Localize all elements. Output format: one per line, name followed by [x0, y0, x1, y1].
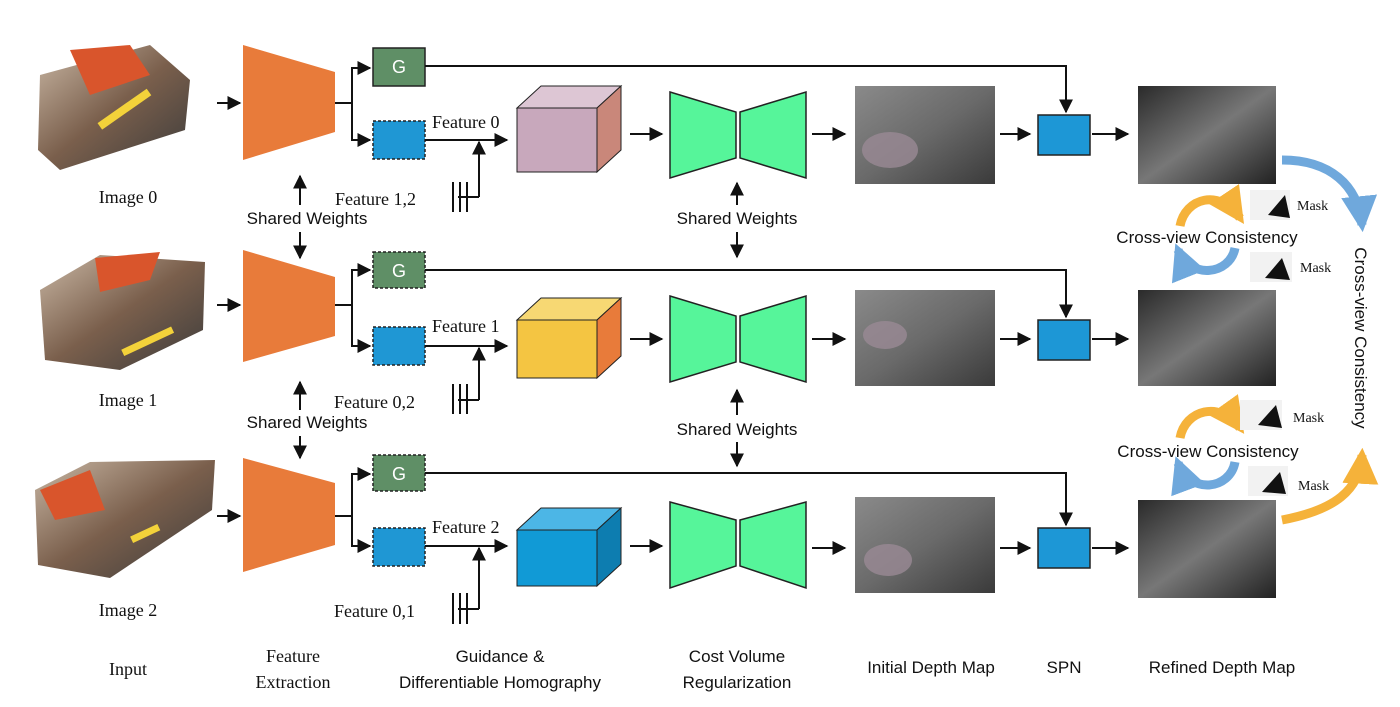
mask-label-0: Mask — [1297, 199, 1328, 214]
stage-spn: SPN — [1047, 658, 1082, 677]
regularizer-0 — [669, 90, 737, 180]
initial-depth-map-2 — [855, 497, 995, 593]
feature-extractor-0 — [243, 45, 335, 160]
feature-stack-1 — [452, 384, 468, 414]
regularizer-0-decoder — [739, 90, 807, 180]
mask-label-2: Mask — [1293, 411, 1324, 426]
shared-weights-extractor-top: Shared Weights — [247, 209, 368, 228]
guidance-box-2 — [372, 454, 426, 492]
mask-label-3: Mask — [1298, 479, 1329, 494]
feature-extractor-1 — [243, 250, 335, 362]
cost-volume-cube-2 — [515, 506, 623, 588]
row-0: Image 0 G Feature 0 Feature 1,2 — [38, 45, 1276, 212]
shared-weights-regularizer-bottom: Shared Weights — [677, 420, 798, 439]
mask-label-1: Mask — [1300, 261, 1331, 276]
feature-stack-2 — [452, 593, 468, 624]
blue-arc-top — [1172, 243, 1240, 284]
regularizer-1-decoder — [739, 294, 807, 384]
stage-initial-depth: Initial Depth Map — [867, 658, 995, 677]
spn-box-2 — [1037, 527, 1091, 569]
feature-stack-0 — [452, 182, 468, 212]
guidance-label-0: G — [392, 57, 406, 77]
other-features-label-0: Feature 1,2 — [335, 189, 416, 209]
feature-box-2 — [372, 527, 426, 567]
other-features-label-2: Feature 0,1 — [334, 601, 415, 621]
stage-guidance-line1: Guidance & — [456, 647, 545, 666]
orange-arc-bottom — [1175, 394, 1245, 440]
feature-extractor-2 — [243, 458, 335, 572]
stage-input: Input — [109, 659, 147, 679]
stage-feature-extraction-line2: Extraction — [256, 672, 331, 692]
stage-cost-volume-line2: Regularization — [683, 673, 792, 692]
stage-feature-extraction-line1: Feature — [266, 646, 320, 666]
feature-box-0 — [372, 120, 426, 160]
regularizer-2 — [669, 501, 737, 590]
blue-arc-vertical — [1281, 155, 1378, 233]
feature-label-0: Feature 0 — [432, 112, 499, 132]
shared-weights-extractor-bottom: Shared Weights — [247, 413, 368, 432]
guidance-box-0 — [372, 47, 426, 87]
image-label-0: Image 0 — [99, 187, 157, 207]
orange-arc-vertical — [1281, 447, 1379, 525]
row-2: Image 2 G Feature 2 Feature 0,1 — [35, 454, 1276, 624]
refined-depth-map-0 — [1138, 86, 1276, 184]
refined-depth-map-1 — [1138, 290, 1276, 386]
stage-labels: Input Feature Extraction Guidance & Diff… — [109, 646, 1295, 692]
orange-arc-top — [1175, 184, 1244, 228]
shared-weights-regularizer-top: Shared Weights — [677, 209, 798, 228]
spn-box-1 — [1037, 319, 1091, 361]
cross-view-consistency-vertical: Cross-view Consistency — [1351, 247, 1370, 429]
regularizer-2-decoder — [739, 501, 807, 590]
consistency-bottom: Cross-view Consistency Mask Mask — [1117, 394, 1329, 497]
cross-view-consistency-top: Cross-view Consistency — [1116, 228, 1298, 247]
spn-box-0 — [1037, 114, 1091, 156]
refined-depth-map-2 — [1138, 500, 1276, 598]
input-image-2 — [35, 460, 215, 578]
input-image-0 — [38, 45, 190, 170]
feature-label-2: Feature 2 — [432, 517, 499, 537]
image-label-2: Image 2 — [99, 600, 157, 620]
feature-box-1 — [372, 326, 426, 366]
cross-view-consistency-bottom: Cross-view Consistency — [1117, 442, 1299, 461]
feature-label-1: Feature 1 — [432, 316, 499, 336]
cost-volume-cube-1 — [515, 296, 623, 380]
consistency-vertical: Cross-view Consistency — [1281, 155, 1379, 525]
guidance-label-2: G — [392, 464, 406, 484]
stage-refined-depth: Refined Depth Map — [1149, 658, 1295, 677]
input-image-1 — [40, 252, 205, 370]
image-label-1: Image 1 — [99, 390, 157, 410]
row-1: Image 1 G Feature 1 Feature 0,2 — [40, 250, 1276, 414]
guidance-label-1: G — [392, 261, 406, 281]
other-features-label-1: Feature 0,2 — [334, 392, 415, 412]
consistency-top: Cross-view Consistency Mask Mask — [1116, 184, 1331, 284]
stage-guidance-line2: Differentiable Homography — [399, 673, 601, 692]
cost-volume-cube-0 — [515, 84, 623, 174]
stage-cost-volume-line1: Cost Volume — [689, 647, 785, 666]
regularizer-1 — [669, 294, 737, 384]
blue-arc-bottom — [1171, 456, 1240, 497]
